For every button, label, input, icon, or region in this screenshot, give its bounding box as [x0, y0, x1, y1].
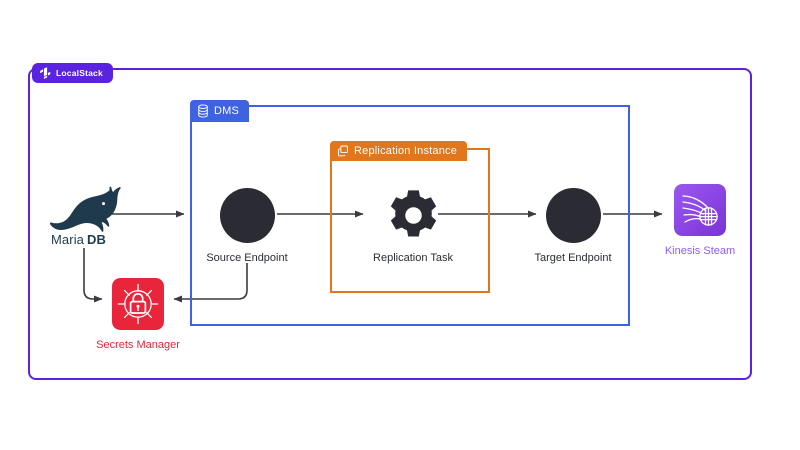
node-source-endpoint-label: Source Endpoint: [206, 252, 288, 264]
frame-badge-replication-instance: Replication Instance: [330, 141, 468, 161]
node-secrets-manager-label: Secrets Manager: [96, 339, 180, 351]
frame-badge-dms: DMS: [190, 100, 250, 122]
copy-layers-icon: [337, 145, 349, 157]
gear-icon: [390, 190, 436, 237]
node-target-endpoint[interactable]: Target Endpoint: [518, 188, 628, 265]
endpoint-circle-icon: [219, 188, 275, 243]
node-replication-task-label: Replication Task: [373, 252, 453, 264]
frame-dms: [190, 105, 630, 326]
kinesis-stream-icon: [674, 184, 726, 236]
frame-badge-dms-label: DMS: [214, 104, 240, 117]
node-kinesis-stream[interactable]: Kinesis Steam: [650, 184, 750, 258]
svg-text:DB: DB: [87, 232, 106, 247]
node-secrets-manager[interactable]: Secrets Manager: [86, 278, 190, 352]
localstack-logo-icon: [39, 67, 51, 79]
frame-badge-replication-instance-label: Replication Instance: [354, 144, 458, 157]
frame-localstack: [28, 68, 752, 380]
mariadb-seal-icon: Maria DB: [49, 186, 121, 247]
database-icon: [197, 104, 209, 118]
node-source-endpoint[interactable]: Source Endpoint: [192, 188, 302, 265]
frame-badge-localstack: LocalStack: [32, 63, 113, 83]
node-replication-task[interactable]: Replication Task: [358, 188, 468, 265]
svg-text:Maria: Maria: [51, 232, 85, 247]
node-target-endpoint-label: Target Endpoint: [534, 252, 612, 264]
lock-target-icon: [112, 278, 164, 330]
endpoint-circle-icon: [545, 188, 601, 243]
frame-badge-localstack-label: LocalStack: [56, 67, 103, 78]
node-kinesis-stream-label: Kinesis Steam: [664, 245, 736, 257]
